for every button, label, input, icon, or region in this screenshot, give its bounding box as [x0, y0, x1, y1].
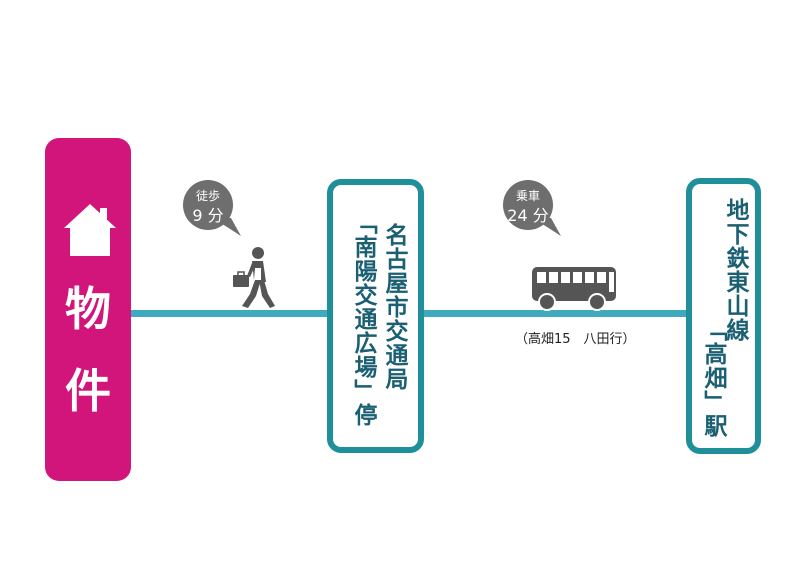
walk-label: 徒歩 [195, 189, 220, 203]
ride-time-bubble: 乗車 24 分 [503, 180, 561, 236]
bus-stop-box: 名古屋市交通局 「南陽交通広場」停 [327, 179, 424, 453]
property-label-2: 件 [65, 364, 111, 418]
house-icon [64, 204, 116, 256]
bus-stop-operator: 名古屋市交通局 [381, 223, 407, 391]
bubble-tail-icon [533, 218, 561, 236]
station-box: 地下鉄東山線 「高畑」駅 [686, 178, 761, 454]
property-label-1: 物 [65, 282, 111, 336]
ride-label: 乗車 [515, 189, 540, 203]
property-block: 物 件 [45, 138, 131, 481]
bus-route-caption: （高畑15 八田行） [515, 332, 636, 347]
station-line: 地下鉄東山線 [722, 198, 748, 342]
ride-minutes: 24 分 [507, 206, 549, 225]
bus-stop-name: 「南陽交通広場」停 [350, 211, 376, 427]
bus-icon [532, 267, 616, 311]
walk-time-bubble: 徒歩 9 分 [183, 180, 241, 236]
walk-minutes: 9 分 [192, 206, 224, 225]
station-name: 「高畑」駅 [700, 318, 726, 438]
bubble-tail-icon [213, 218, 241, 236]
walking-person-icon [233, 247, 275, 308]
